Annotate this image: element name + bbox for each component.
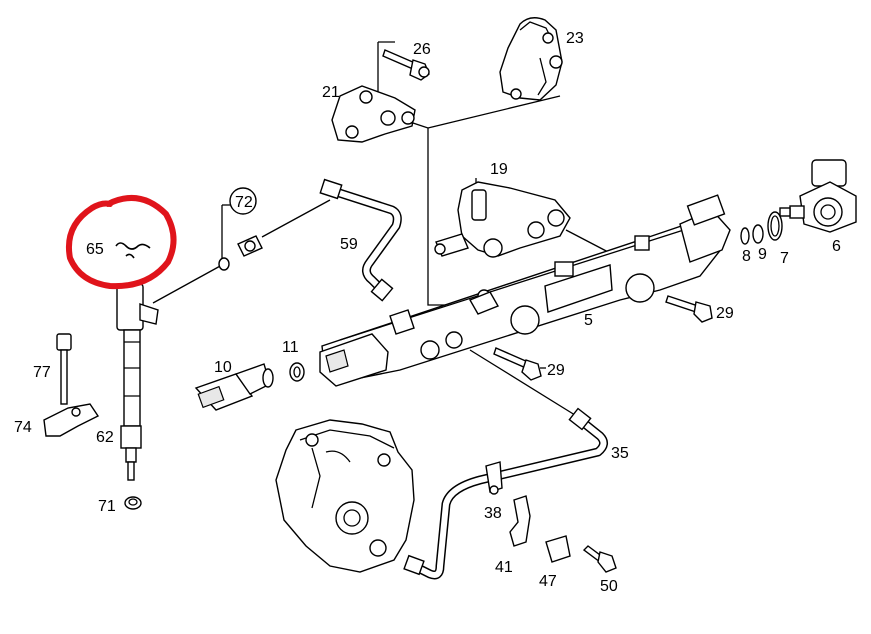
label-part-77: 77 bbox=[33, 364, 51, 381]
part-6-pressure-regulator bbox=[779, 159, 857, 233]
label-part-47: 47 bbox=[539, 573, 557, 590]
part-38-clip bbox=[485, 461, 503, 495]
label-part-41: 41 bbox=[495, 559, 513, 576]
label-part-7: 7 bbox=[780, 250, 789, 267]
label-part-74: 74 bbox=[14, 419, 32, 436]
label-part-21: 21 bbox=[322, 84, 340, 101]
part-77-stud bbox=[56, 333, 72, 405]
part-5-fuel-rail bbox=[319, 194, 731, 387]
part-19-bracket bbox=[434, 181, 571, 258]
label-part-71: 71 bbox=[98, 498, 116, 515]
part-47-grommet bbox=[545, 535, 571, 563]
label-part-8: 8 bbox=[742, 248, 751, 265]
part-62-injector bbox=[116, 283, 159, 481]
part-71-seal bbox=[124, 496, 142, 510]
label-part-29-upper: 29 bbox=[716, 305, 734, 322]
highlight-circle bbox=[66, 195, 177, 290]
label-part-29-lower: 29 bbox=[547, 362, 565, 379]
label-part-50: 50 bbox=[600, 578, 618, 595]
part-35-fuel-line bbox=[403, 407, 608, 580]
part-41-clip bbox=[509, 495, 531, 547]
label-part-5: 5 bbox=[584, 312, 593, 329]
label-part-35: 35 bbox=[611, 445, 629, 462]
label-part-9: 9 bbox=[758, 246, 767, 263]
part-11-seal bbox=[289, 362, 305, 382]
part-59-injection-line bbox=[319, 178, 402, 302]
part-65-clip bbox=[115, 242, 151, 259]
label-part-59: 59 bbox=[340, 236, 358, 253]
label-part-11: 11 bbox=[282, 339, 299, 356]
label-part-62: 62 bbox=[96, 429, 114, 446]
part-72-fitting bbox=[218, 187, 263, 271]
label-part-38: 38 bbox=[484, 505, 502, 522]
part-7-o-ring bbox=[767, 211, 783, 241]
label-part-23: 23 bbox=[566, 30, 584, 47]
leader-lines bbox=[152, 41, 709, 421]
label-part-26: 26 bbox=[413, 41, 431, 58]
part-10-sensor bbox=[194, 363, 274, 411]
part-21-bracket bbox=[331, 85, 416, 143]
high-pressure-pump bbox=[275, 419, 415, 573]
part-8-9-seals bbox=[740, 224, 764, 245]
part-labels: 26 23 21 19 72 65 59 6 8 9 7 29 5 29 77 … bbox=[14, 30, 841, 595]
label-part-10: 10 bbox=[214, 359, 232, 376]
label-part-65: 65 bbox=[86, 241, 104, 258]
part-23-bracket bbox=[499, 17, 563, 101]
part-29-bolt-lower bbox=[493, 347, 542, 381]
label-part-6: 6 bbox=[832, 238, 841, 255]
part-26-bolt bbox=[382, 49, 430, 81]
part-74-clamp bbox=[43, 403, 100, 437]
part-50-bolt bbox=[582, 545, 617, 573]
label-part-72: 72 bbox=[235, 194, 253, 211]
part-29-bolt-upper bbox=[665, 295, 713, 323]
label-part-19: 19 bbox=[490, 161, 508, 178]
